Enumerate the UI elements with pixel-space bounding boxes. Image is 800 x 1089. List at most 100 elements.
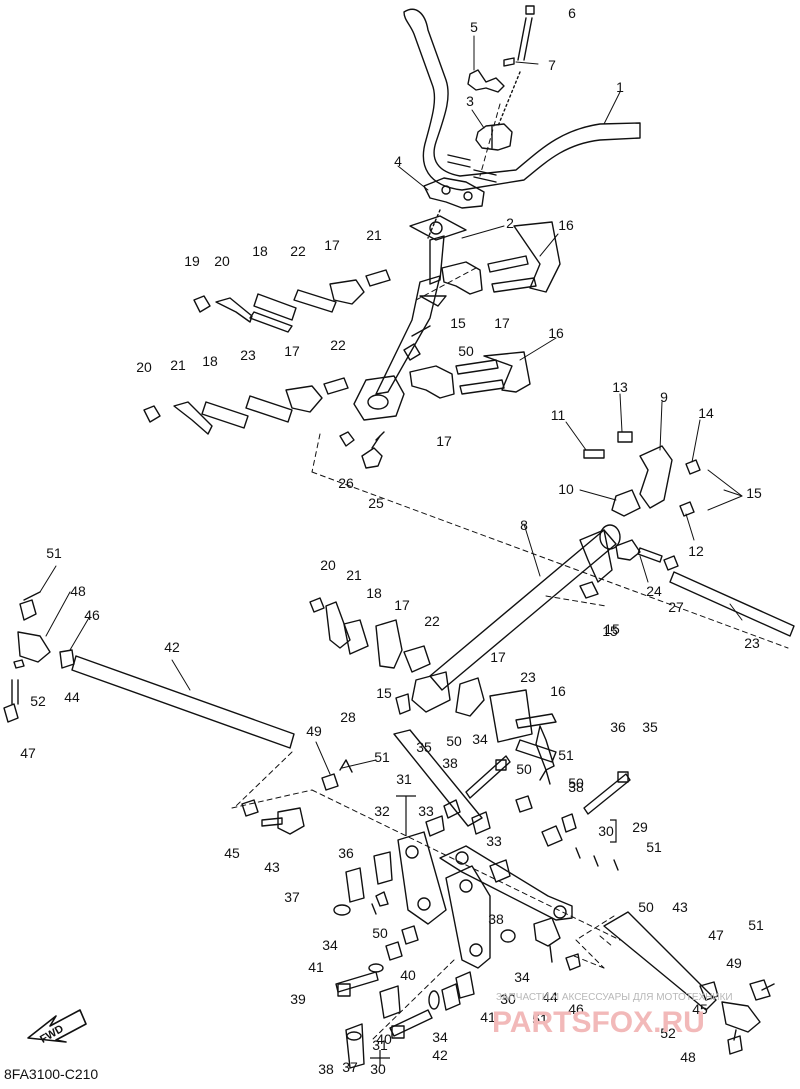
callout-15: 15 bbox=[602, 623, 618, 639]
lower-bracket-set bbox=[403, 325, 531, 399]
callout-2: 2 bbox=[506, 215, 514, 231]
cotter-pins bbox=[23, 591, 775, 991]
steering-arm-left bbox=[345, 831, 447, 925]
callout-43: 43 bbox=[264, 859, 280, 875]
callout-47: 47 bbox=[708, 927, 724, 943]
callout-48: 48 bbox=[70, 583, 86, 599]
callout-38: 38 bbox=[318, 1061, 334, 1077]
callout-4: 4 bbox=[394, 153, 402, 169]
ball-joint-44-lower bbox=[533, 917, 581, 971]
callout-50: 50 bbox=[516, 761, 532, 777]
callout-26: 26 bbox=[338, 475, 354, 491]
callout-17: 17 bbox=[284, 343, 300, 359]
callout-38: 38 bbox=[442, 755, 458, 771]
callout-40: 40 bbox=[400, 967, 416, 983]
callout-41: 41 bbox=[480, 1009, 496, 1025]
callout-50: 50 bbox=[458, 343, 474, 359]
callout-31: 31 bbox=[372, 1037, 388, 1053]
callout-18: 18 bbox=[252, 243, 268, 259]
callout-31: 31 bbox=[396, 771, 412, 787]
callout-17: 17 bbox=[324, 237, 340, 253]
callout-15: 15 bbox=[376, 685, 392, 701]
callout-27: 27 bbox=[668, 599, 684, 615]
callout-11: 11 bbox=[551, 407, 566, 423]
column-tie-rod-end bbox=[339, 431, 385, 469]
callout-13: 13 bbox=[612, 379, 628, 395]
callout-51: 51 bbox=[748, 917, 764, 933]
callout-30: 30 bbox=[598, 823, 614, 839]
callout-49: 49 bbox=[306, 723, 322, 739]
callout-33: 33 bbox=[486, 833, 502, 849]
callout-34: 34 bbox=[432, 1029, 448, 1045]
lower-fastener-stack bbox=[333, 891, 516, 1069]
callout-33: 33 bbox=[418, 803, 434, 819]
callout-7: 7 bbox=[548, 57, 556, 73]
callout-45: 45 bbox=[224, 845, 240, 861]
callout-23: 23 bbox=[744, 635, 760, 651]
callout-37: 37 bbox=[284, 889, 300, 905]
callout-30: 30 bbox=[370, 1061, 386, 1077]
handlebar-holder-lower bbox=[423, 177, 485, 209]
callout-39: 39 bbox=[290, 991, 306, 1007]
callout-48: 48 bbox=[680, 1049, 696, 1065]
callout-15: 15 bbox=[746, 485, 762, 501]
callout-50: 50 bbox=[638, 899, 654, 915]
callout-17: 17 bbox=[436, 433, 452, 449]
callout-44: 44 bbox=[64, 689, 80, 705]
callout-17: 17 bbox=[394, 597, 410, 613]
callout-1: 1 bbox=[616, 79, 624, 95]
callout-43: 43 bbox=[672, 899, 688, 915]
callout-49: 49 bbox=[726, 955, 742, 971]
callout-17: 17 bbox=[494, 315, 510, 331]
callout-50: 50 bbox=[372, 925, 388, 941]
steering-column bbox=[353, 209, 467, 421]
callout-46: 46 bbox=[84, 607, 100, 623]
callout-36: 36 bbox=[610, 719, 626, 735]
watermark-tagline: ЗАПЧАСТИ И АКСЕССУАРЫ ДЛЯ МОТОТЕХНИКИ bbox=[496, 992, 733, 1003]
callout-40: 40 bbox=[376, 1031, 392, 1047]
callout-42: 42 bbox=[432, 1047, 448, 1063]
callout-bracket bbox=[370, 1050, 390, 1066]
tie-rod-left bbox=[3, 599, 295, 749]
callout-20: 20 bbox=[214, 253, 230, 269]
callout-3: 3 bbox=[466, 93, 474, 109]
callout-52: 52 bbox=[660, 1025, 676, 1041]
callout-25: 25 bbox=[368, 495, 384, 511]
callout-20: 20 bbox=[136, 359, 152, 375]
callout-46: 46 bbox=[568, 1001, 584, 1017]
callout-18: 18 bbox=[366, 585, 382, 601]
relay-arm bbox=[439, 845, 573, 921]
callout-51: 51 bbox=[46, 545, 62, 561]
callout-20: 20 bbox=[320, 557, 336, 573]
handlebar bbox=[403, 8, 641, 191]
callout-16: 16 bbox=[558, 217, 574, 233]
callout-38: 38 bbox=[488, 911, 504, 927]
callout-15: 15 bbox=[450, 315, 466, 331]
callout-21: 21 bbox=[346, 567, 362, 583]
link-row-upper bbox=[193, 269, 391, 333]
callout-36: 36 bbox=[338, 845, 354, 861]
callout-34: 34 bbox=[322, 937, 338, 953]
callout-35: 35 bbox=[416, 739, 432, 755]
callout-23: 23 bbox=[520, 669, 536, 685]
callout-17: 17 bbox=[490, 649, 506, 665]
callout-5: 5 bbox=[470, 19, 478, 35]
callout-28: 28 bbox=[340, 709, 356, 725]
callout-41: 41 bbox=[308, 959, 324, 975]
callout-22: 22 bbox=[290, 243, 306, 259]
callout-21: 21 bbox=[366, 227, 382, 243]
callout-21: 21 bbox=[170, 357, 186, 373]
callout-16: 16 bbox=[550, 683, 566, 699]
upper-bracket-set bbox=[441, 221, 561, 295]
clamp-bolt bbox=[497, 5, 535, 127]
callout-10: 10 bbox=[558, 481, 574, 497]
callout-44: 44 bbox=[542, 989, 558, 1005]
tie-rod-right-lower bbox=[603, 911, 771, 1055]
callout-22: 22 bbox=[330, 337, 346, 353]
link-row-lower bbox=[143, 377, 349, 435]
callout-15: 15 bbox=[604, 621, 620, 637]
bolt-set-right bbox=[425, 755, 631, 847]
steering-arm-right bbox=[445, 865, 491, 969]
callout-16: 16 bbox=[548, 325, 564, 341]
